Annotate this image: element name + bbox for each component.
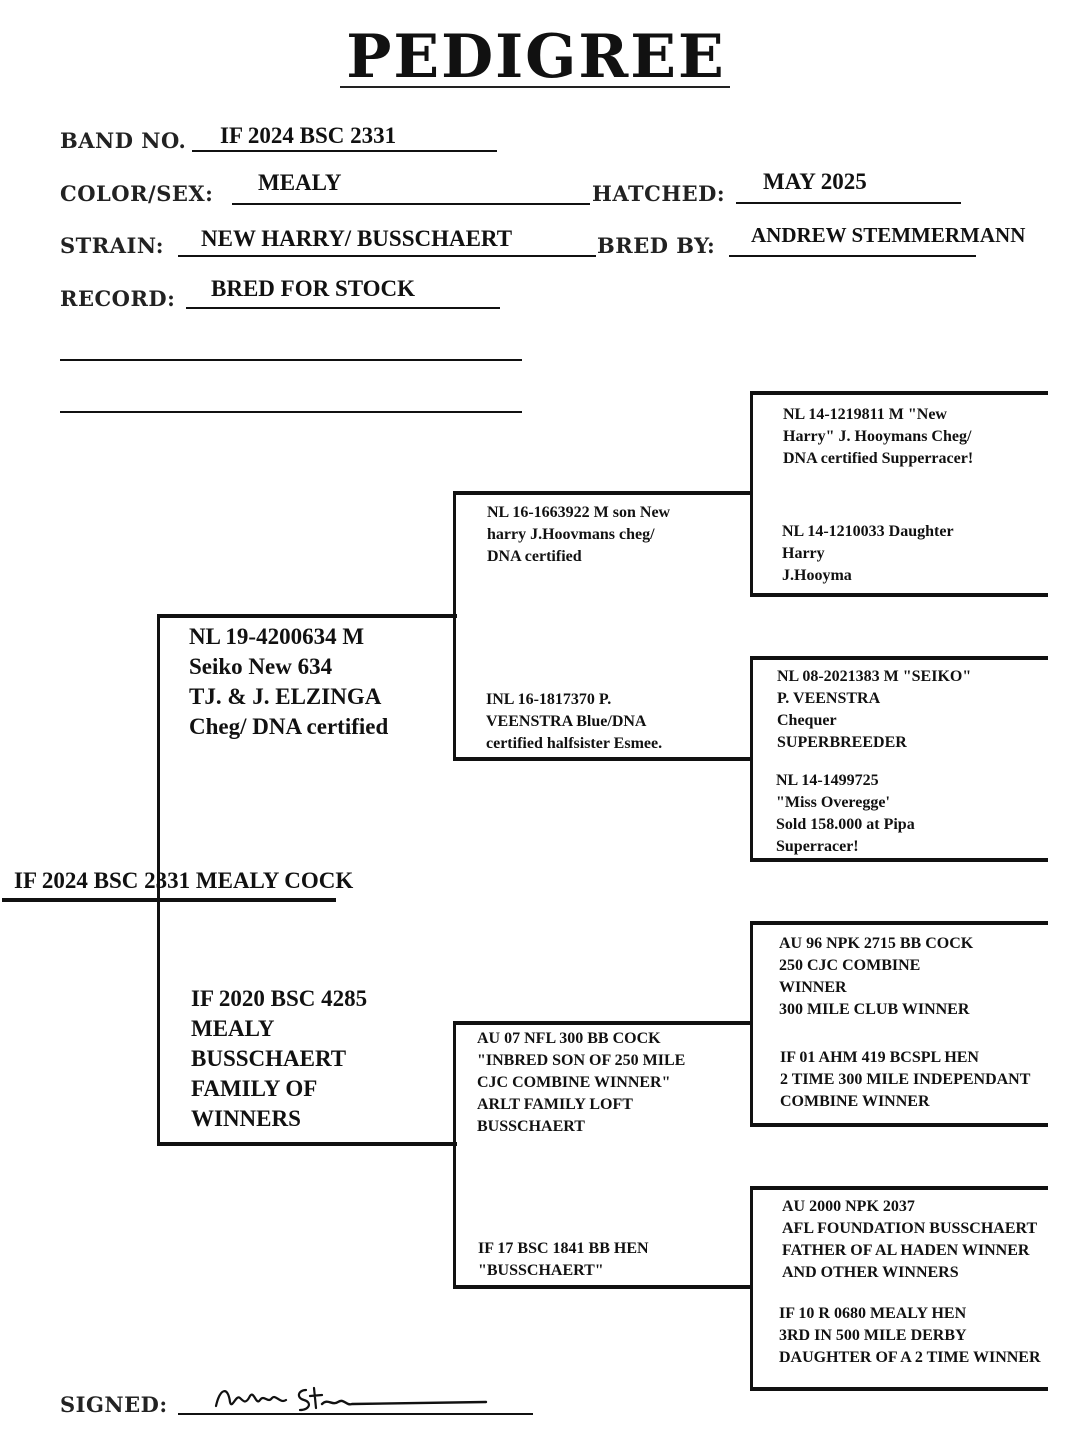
record-value: BRED FOR STOCK [211,276,416,301]
blank-line-1 [60,359,522,361]
dd-line [453,1285,753,1289]
bred-by-underline [729,255,976,257]
record-underline [186,307,500,309]
dam: IF 2020 BSC 4285 MEALY BUSSCHAERT FAMILY… [191,986,368,1131]
gen3-c-connector [750,922,753,1127]
signature-image [214,1386,488,1412]
dds-line [750,1186,1048,1190]
page-title: PEDIGREE [346,22,726,92]
sire-sire-sire: NL 14-1219811 M "New Harry" J. Hooymans … [783,406,974,467]
dam-line [157,1142,457,1146]
band-no-label: BAND NO. [60,128,187,153]
dam-dam-sire: AU 2000 NPK 2037 AFL FOUNDATION BUSSCHAE… [782,1198,1038,1281]
ddd-line [750,1387,1048,1391]
title-underline [340,86,730,88]
sds-line [750,656,1048,660]
band-no-value: IF 2024 BSC 2331 [220,123,397,148]
bred-by-value: ANDREW STEMMERMANN [751,223,1026,247]
color-sex-underline [232,203,590,205]
ds-line [453,1021,753,1025]
dss-line [750,921,1048,925]
signed-underline [178,1413,533,1415]
band-no-underline [192,150,497,152]
hatched-label: HATCHED: [592,181,726,206]
gen3-a-connector [750,392,753,596]
sdd-line [750,858,1048,862]
gen3-b-connector [750,657,753,862]
record-label: RECORD: [60,286,176,311]
sire-sire-dam: NL 14-1210033 Daughter Harry J.Hooyma [782,523,954,584]
sire: NL 19-4200634 M Seiko New 634 TJ. & J. E… [189,624,389,739]
strain-value: NEW HARRY/ BUSSCHAERT [201,226,513,251]
sire-sire: NL 16-1663922 M son New harry J.Hoovmans… [487,504,671,565]
dsd-line [750,1123,1048,1127]
ss-line [453,491,753,495]
sire-dam-sire: NL 08-2021383 M "SEIKO" P. VEENSTRA Cheq… [777,668,972,751]
sire-dam: INL 16-1817370 P. VEENSTRA Blue/DNA cert… [486,691,663,752]
hatched-value: MAY 2025 [763,169,867,194]
ssd-line [750,593,1048,597]
bred-by-label: BRED BY: [597,233,716,258]
sire-dam-dam: NL 14-1499725 "Miss Overegge' Sold 158.0… [776,772,915,855]
sd-line [453,757,753,761]
color-sex-value: MEALY [258,170,342,195]
dam-sire-sire: AU 96 NPK 2715 BB COCK 250 CJC COMBINE W… [779,935,974,1018]
strain-label: STRAIN: [60,233,165,258]
blank-line-2 [60,411,522,413]
sire-line [157,614,457,618]
gen2-upper-connector [453,492,456,760]
dam-sire: AU 07 NFL 300 BB COCK "INBRED SON OF 250… [477,1030,686,1135]
subject-bird: IF 2024 BSC 2331 MEALY COCK [14,868,354,893]
strain-underline [178,255,596,257]
dam-sire-dam: IF 01 AHM 419 BCSPL HEN 2 TIME 300 MILE … [780,1049,1031,1110]
gen3-d-connector [750,1187,753,1391]
signed-label: SIGNED: [60,1392,168,1417]
hatched-underline [736,202,961,204]
subject-line [2,898,336,902]
gen2-lower-connector [453,1022,456,1289]
dam-dam: IF 17 BSC 1841 BB HEN "BUSSCHAERT" [478,1240,649,1279]
sss-line [750,391,1048,395]
gen1-connector [157,615,160,1146]
color-sex-label: COLOR/SEX: [60,181,214,206]
dam-dam-dam: IF 10 R 0680 MEALY HEN 3RD IN 500 MILE D… [779,1305,1041,1366]
